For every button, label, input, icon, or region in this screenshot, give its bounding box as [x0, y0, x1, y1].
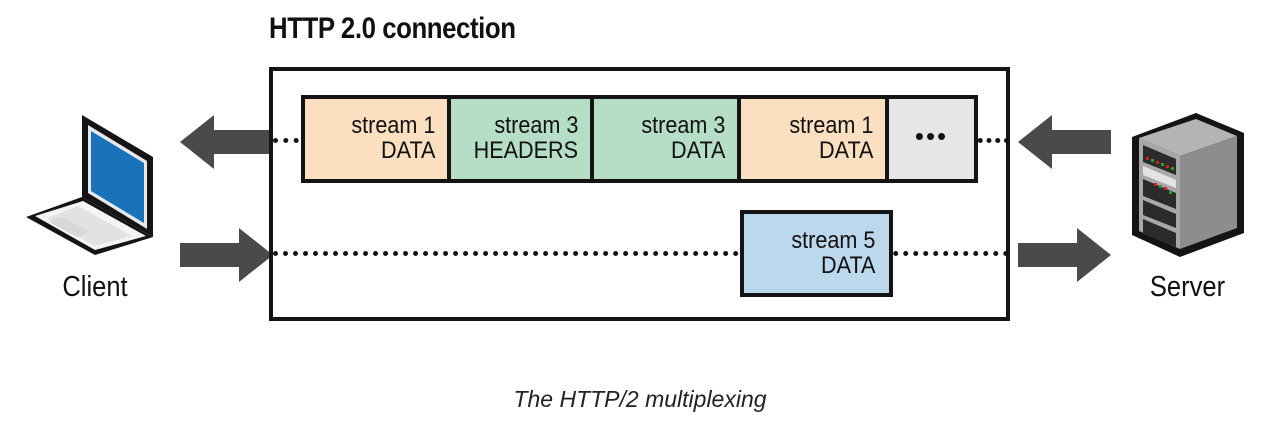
laptop-icon [20, 115, 170, 264]
frame-stream-label: stream 1 [350, 112, 435, 140]
frame-more-placeholder[interactable]: ••• [885, 95, 978, 183]
ellipsis-icon: ••• [914, 121, 949, 151]
lane-line-top-right [969, 138, 1009, 143]
frame-type-label: DATA [818, 137, 873, 164]
frame-stream-label: stream 1 [788, 112, 873, 140]
lane-line-bottom [273, 251, 1009, 256]
frame-stream-label: stream 3 [640, 112, 725, 140]
server-endpoint: Server [1105, 105, 1270, 304]
frame-stream3-headers[interactable]: stream 3 HEADERS [447, 95, 594, 183]
frame-stream1-data-second[interactable]: stream 1 DATA [737, 95, 889, 183]
frame-stream-label: stream 3 [493, 112, 578, 140]
frame-type-label: DATA [380, 137, 435, 164]
client-label: Client [62, 271, 128, 303]
frame-type-label: DATA [670, 137, 725, 164]
frame-type-label: HEADERS [473, 137, 578, 164]
lane-line-top-left [273, 138, 309, 143]
arrow-client-inbound-icon [180, 113, 273, 171]
frame-stream1-data[interactable]: stream 1 DATA [301, 95, 451, 183]
client-endpoint: Client [10, 105, 180, 304]
server-tower-icon [1131, 113, 1244, 257]
frame-type-label: DATA [820, 251, 875, 279]
figure-caption: The HTTP/2 multiplexing [513, 386, 767, 412]
frame-strip-top-lane: stream 1 DATA stream 3 HEADERS stream 3 … [301, 95, 978, 183]
frame-stream5-data[interactable]: stream 5 DATA [740, 210, 893, 297]
server-label: Server [1149, 271, 1226, 303]
arrow-server-inbound-icon [1018, 113, 1111, 171]
page-title: HTTP 2.0 connection [269, 12, 516, 45]
frame-stream3-data[interactable]: stream 3 DATA [590, 95, 741, 183]
arrow-client-outbound-icon [180, 226, 273, 284]
frame-stream-label: stream 5 [790, 226, 875, 254]
arrow-server-outbound-icon [1018, 226, 1111, 284]
